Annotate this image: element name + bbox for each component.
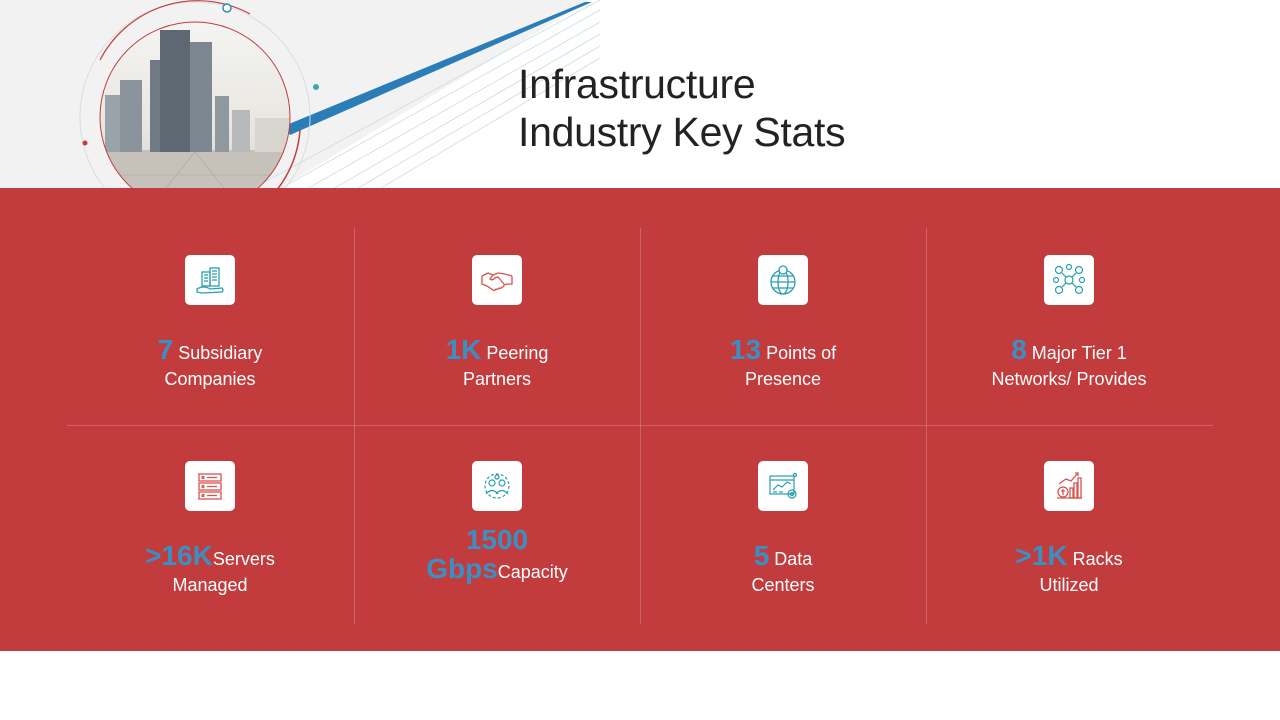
column-divider [354, 228, 355, 624]
icon-box [1044, 461, 1094, 511]
stat-text: 13 Points of Presence [729, 334, 837, 390]
icon-box [185, 255, 235, 305]
stat-text: >1K Racks Utilized [1015, 540, 1123, 596]
icon-box [185, 461, 235, 511]
stat-card-networks: 8 Major Tier 1 Networks/ Provides [926, 229, 1212, 429]
stat-card-capacity: 1500 GbpsCapacity [354, 435, 640, 635]
stat-text: 1500 GbpsCapacity [426, 524, 568, 584]
stats-band: 7 Subsidiary Companies 1K Peering Partne… [0, 188, 1280, 651]
icon-box [758, 255, 808, 305]
buildings-hand-icon [196, 267, 224, 294]
servers-icon [198, 473, 222, 500]
stat-text: >16KServers Managed [145, 540, 275, 596]
team-gear-icon [484, 473, 510, 499]
stat-text: 5 Data Centers [751, 540, 815, 596]
icon-box [1044, 255, 1094, 305]
dashboard-icon [769, 472, 798, 499]
icon-box [758, 461, 808, 511]
stat-card-servers: >16KServers Managed [67, 435, 353, 635]
handshake-icon [481, 272, 513, 291]
rack-chart-icon [1057, 472, 1082, 499]
page-title: Infrastructure Industry Key Stats [518, 61, 846, 155]
stat-card-racks: >1K Racks Utilized [926, 435, 1212, 635]
column-divider [640, 228, 641, 624]
stat-text: 7 Subsidiary Companies [157, 334, 263, 390]
stat-card-subsidiaries: 7 Subsidiary Companies [67, 229, 353, 429]
stat-card-presence: 13 Points of Presence [640, 229, 926, 429]
stat-card-peering: 1K Peering Partners [354, 229, 640, 429]
icon-box [472, 461, 522, 511]
globe-icon [770, 265, 796, 295]
column-divider [926, 228, 927, 624]
icon-box [472, 255, 522, 305]
stat-text: 8 Major Tier 1 Networks/ Provides [991, 334, 1147, 390]
stat-card-data-centers: 5 Data Centers [640, 435, 926, 635]
stat-text: 1K Peering Partners [445, 334, 549, 390]
network-icon [1052, 263, 1086, 295]
row-divider [67, 425, 1213, 426]
